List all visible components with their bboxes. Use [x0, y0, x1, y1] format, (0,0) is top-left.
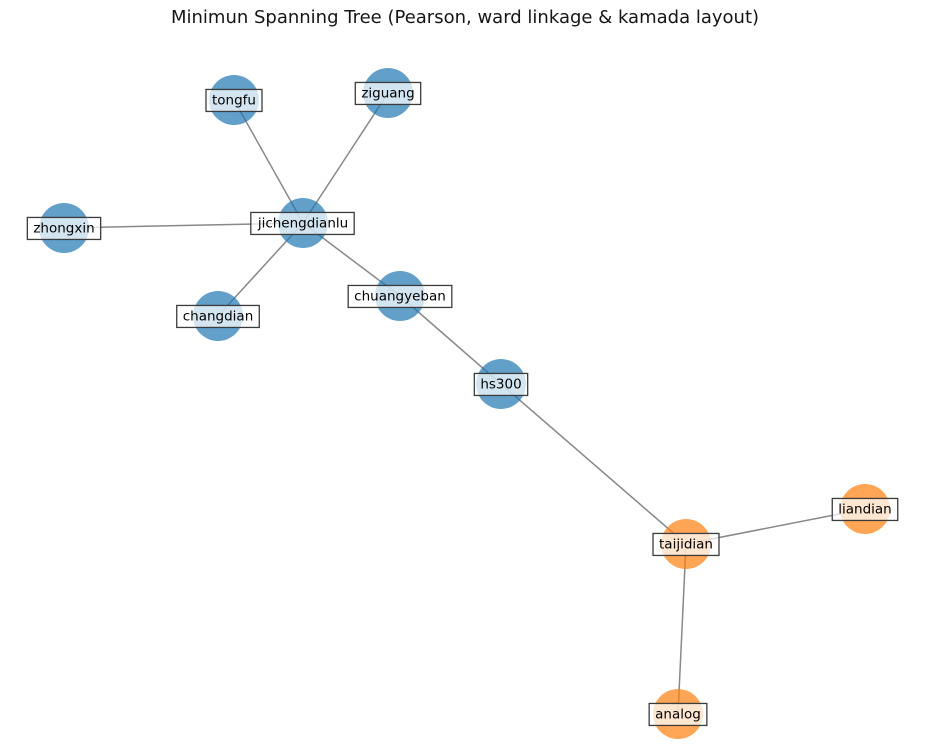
- node-label-box-zhongxin: [26, 216, 102, 241]
- figure-title: Minimun Spanning Tree (Pearson, ward lin…: [171, 7, 759, 28]
- node-label-chuangyeban: chuangyeban: [347, 284, 453, 309]
- node-label-box-jichengdianlu: [250, 211, 355, 236]
- edge-jichengdianlu-ziguang: [302, 92, 389, 224]
- node-label-text-changdian: changdian: [183, 308, 254, 324]
- node-label-text-jichengdianlu: jichengdianlu: [257, 215, 348, 231]
- node-label-box-chuangyeban: [347, 284, 453, 309]
- node-label-box-analog: [648, 702, 708, 727]
- node-label-analog: analog: [648, 702, 708, 727]
- node-label-text-hs300: hs300: [480, 376, 521, 392]
- node-label-taijidian: taijidian: [652, 532, 720, 557]
- node-label-box-tongfu: [205, 88, 263, 113]
- node-label-text-tongfu: tongfu: [212, 92, 256, 108]
- edges-layer: [63, 92, 866, 715]
- node-label-text-liandian: liandian: [838, 501, 891, 517]
- node-label-box-ziguang: [354, 81, 422, 106]
- node-label-ziguang: ziguang: [354, 81, 422, 106]
- nodes-layer: [39, 68, 890, 739]
- node-label-box-liandian: [831, 497, 899, 522]
- node-label-text-ziguang: ziguang: [361, 85, 414, 101]
- node-label-liandian: liandian: [831, 497, 899, 522]
- edge-taijidian-analog: [677, 543, 687, 715]
- node-label-changdian: changdian: [176, 304, 260, 329]
- node-label-text-zhongxin: zhongxin: [33, 220, 94, 236]
- node-label-box-hs300: [473, 372, 529, 397]
- node-label-text-analog: analog: [655, 706, 701, 722]
- node-label-hs300: hs300: [473, 372, 529, 397]
- node-label-text-chuangyeban: chuangyeban: [354, 288, 446, 304]
- node-label-tongfu: tongfu: [205, 88, 263, 113]
- node-label-box-changdian: [176, 304, 260, 329]
- node-label-zhongxin: zhongxin: [26, 216, 102, 241]
- node-label-text-taijidian: taijidian: [659, 536, 713, 552]
- edge-hs300-taijidian: [500, 383, 687, 545]
- labels-layer: tongfu ziguang zhongxin jichengdianlu changd…: [26, 81, 899, 727]
- node-label-box-taijidian: [652, 532, 720, 557]
- node-label-jichengdianlu: jichengdianlu: [250, 211, 355, 236]
